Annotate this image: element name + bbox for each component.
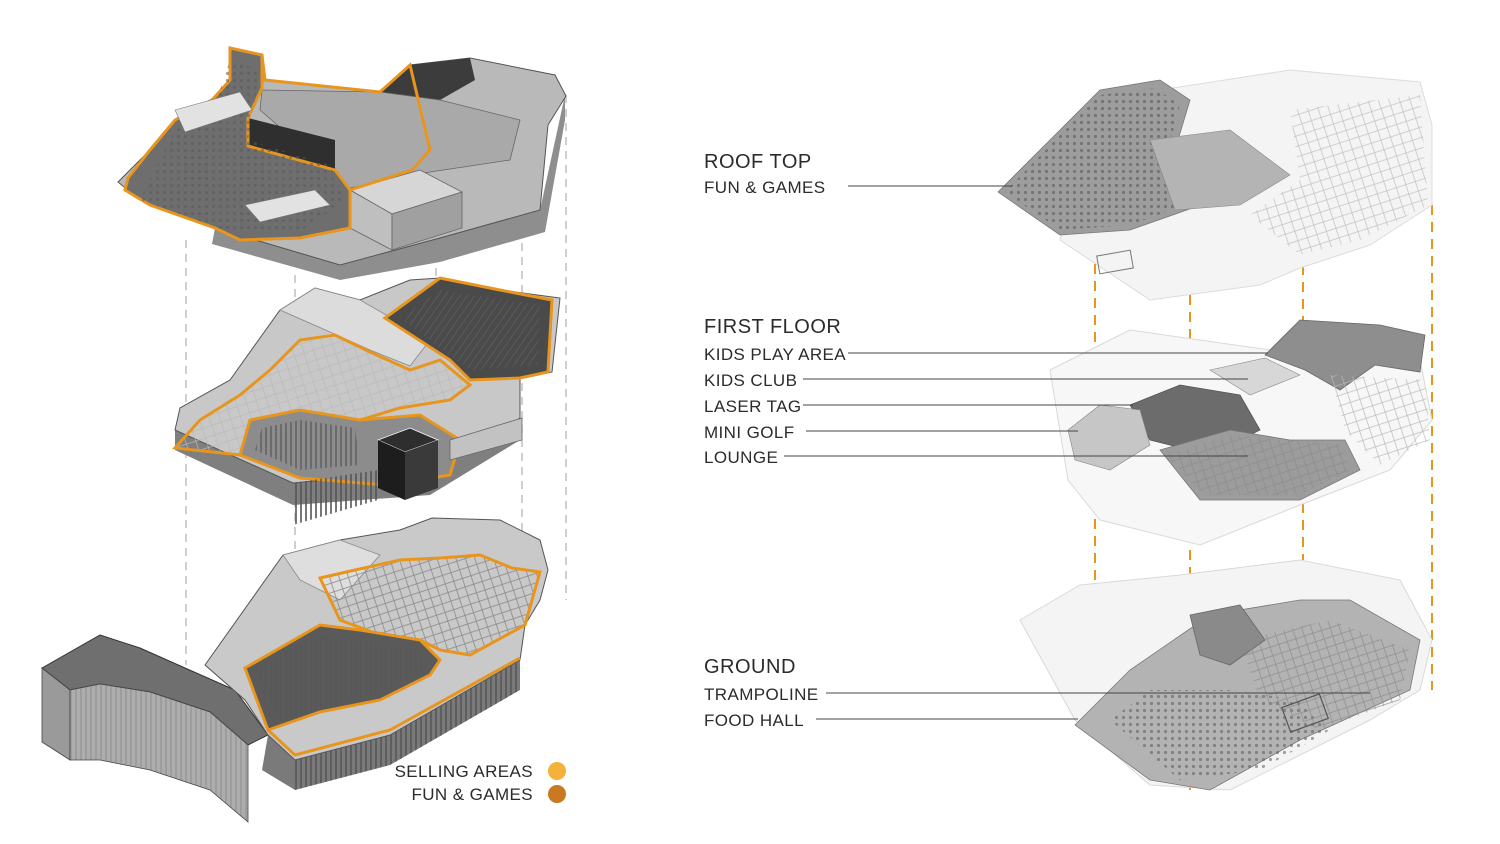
label-laser-tag: LASER TAG <box>704 397 801 416</box>
roof-plan-fun-area-2 <box>1149 129 1291 211</box>
label-roof-top: ROOF TOP <box>704 151 812 173</box>
level-labels: ROOF TOP FUN & GAMES FIRST FLOOR KIDS PL… <box>704 151 846 730</box>
roof-slab-side <box>212 95 565 280</box>
ff-right-wall <box>449 417 523 461</box>
roof-plan-grid <box>1250 95 1428 255</box>
label-ground: GROUND <box>704 656 796 678</box>
roof-seating-strip-2 <box>244 189 331 223</box>
ground-plan-grid <box>1240 620 1410 730</box>
legend-swatch-selling-areas <box>548 762 566 780</box>
ff-plan-lounge-pattern <box>1165 435 1350 495</box>
label-roof-fun-games: FUN & GAMES <box>704 178 826 197</box>
ff-plan-kids-club <box>1209 357 1301 396</box>
ground-plan-court <box>1280 693 1330 733</box>
roof-plan-fun-pattern <box>1005 88 1220 230</box>
label-mini-golf: MINI GOLF <box>704 423 795 442</box>
ff-kids-play-pattern <box>400 290 540 370</box>
first-floor-model <box>171 276 561 525</box>
roof-box-side <box>391 191 463 251</box>
ff-plan-kids-play <box>1264 319 1426 391</box>
label-kids-play-area: KIDS PLAY AREA <box>704 345 846 364</box>
ground-food-hall-front <box>295 660 520 790</box>
roof-seating-strip <box>174 91 253 133</box>
roof-plan-pool <box>1096 249 1134 275</box>
ground-curved-building-hatch <box>70 684 248 822</box>
first-floor-plan <box>1049 319 1433 546</box>
ground-trampoline-pattern <box>255 635 425 722</box>
right-plan-diagram: ROOF TOP FUN & GAMES FIRST FLOOR KIDS PL… <box>704 69 1433 791</box>
label-food-hall: FOOD HALL <box>704 711 804 730</box>
legend-swatch-fun-games <box>548 785 566 803</box>
label-trampoline: TRAMPOLINE <box>704 685 819 704</box>
label-lounge: LOUNGE <box>704 448 778 467</box>
left-3d-model: SELLING AREAS FUN & GAMES <box>41 46 567 823</box>
leader-lines <box>784 185 1370 720</box>
legend-label-fun-games: FUN & GAMES <box>411 785 533 804</box>
ground-plan <box>1019 559 1433 791</box>
ground-model <box>41 517 549 823</box>
ff-plan-right-wing <box>1330 375 1430 465</box>
roof-fun-area-pattern <box>140 60 345 232</box>
roof-dark-volume <box>380 58 475 106</box>
label-first-floor: FIRST FLOOR <box>704 316 841 338</box>
roof-model <box>117 46 567 280</box>
ground-plan-food-hall <box>1110 690 1330 780</box>
ground-outline-front <box>266 656 521 757</box>
roof-plan <box>997 69 1433 301</box>
ff-lounge-box-side <box>378 440 405 500</box>
roof-dark-wall <box>248 118 335 170</box>
label-kids-club: KIDS CLUB <box>704 371 797 390</box>
legend: SELLING AREAS FUN & GAMES <box>395 762 566 804</box>
ff-railing <box>293 470 378 525</box>
ff-laser-tag-pattern <box>255 420 360 470</box>
ff-lounge-box-side-2 <box>405 440 438 500</box>
legend-label-selling-areas: SELLING AREAS <box>395 762 533 781</box>
roof-selling-outline <box>260 54 432 192</box>
